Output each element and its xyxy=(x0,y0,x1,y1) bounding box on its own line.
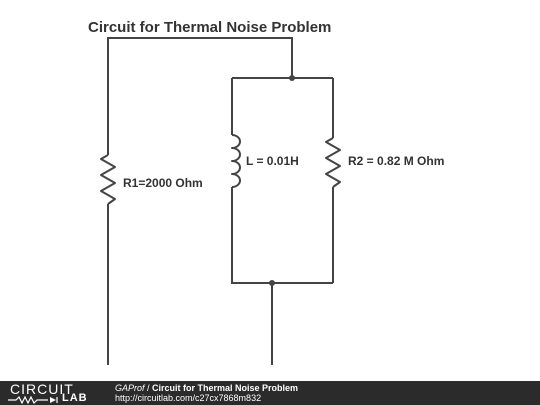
junction-bottom xyxy=(269,280,275,286)
footer-bar: CIRCUIT LAB GAProf / Circuit for Thermal… xyxy=(0,381,540,405)
diagram-title: Circuit for Thermal Noise Problem xyxy=(88,19,331,36)
footer-url[interactable]: http://circuitlab.com/c27cx7868m832 xyxy=(115,393,262,403)
footer-title-line: GAProf / Circuit for Thermal Noise Probl… xyxy=(115,383,298,393)
footer-info: GAProf / Circuit for Thermal Noise Probl… xyxy=(115,383,298,403)
r2-label: R2 = 0.82 M Ohm xyxy=(348,154,444,168)
footer-separator: / xyxy=(144,383,153,393)
l-label: L = 0.01H xyxy=(246,154,299,168)
junction-top xyxy=(289,75,295,81)
circuit-schematic: Circuit for Thermal Noise Problem R1=200… xyxy=(88,19,444,365)
footer-circuit-title[interactable]: Circuit for Thermal Noise Problem xyxy=(152,383,299,393)
circuitlab-logo[interactable]: CIRCUIT LAB xyxy=(6,382,106,404)
logo-text-lab: LAB xyxy=(62,392,88,404)
resistor-r1 xyxy=(100,154,116,205)
wire-l-bottom xyxy=(231,187,333,284)
inductor-l xyxy=(231,134,241,188)
resistor-r2 xyxy=(325,137,341,188)
logo-waveform-icon xyxy=(8,396,58,404)
r1-label: R1=2000 Ohm xyxy=(123,176,203,190)
author-link[interactable]: GAProf xyxy=(115,383,145,393)
wire-top-loop xyxy=(107,37,293,155)
logo-text-circuit: CIRCUIT xyxy=(10,381,74,397)
